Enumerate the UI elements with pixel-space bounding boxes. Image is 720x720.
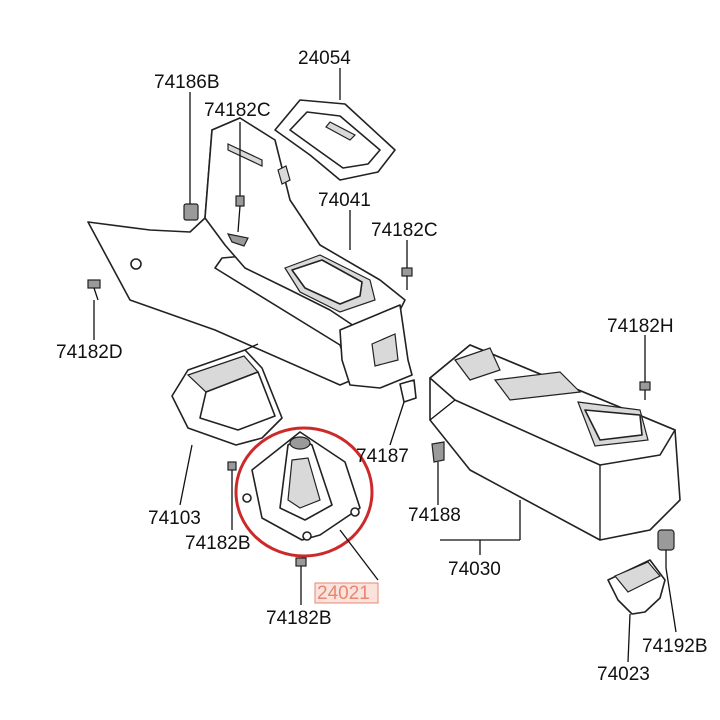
shift-panel-24054	[274, 99, 396, 181]
bracket-74023	[607, 559, 666, 615]
fasteners	[87, 195, 675, 580]
label-74182H: 74182H	[607, 316, 674, 337]
label-74041: 74041	[318, 190, 371, 211]
label-74182B-bottom: 74182B	[266, 608, 332, 629]
leader-lines	[93, 68, 677, 663]
box-74103	[171, 343, 283, 446]
front-console-74041	[87, 117, 413, 389]
label-74186B: 74186B	[154, 72, 220, 93]
label-24021: 24021	[317, 583, 370, 604]
highlight-label-box	[314, 582, 379, 604]
label-74187: 74187	[356, 446, 409, 467]
label-74182C-top: 74182C	[204, 100, 271, 121]
label-74192B: 74192B	[642, 636, 708, 657]
shift-boot-24021	[242, 431, 361, 541]
label-74023: 74023	[597, 664, 650, 685]
rear-console-74030	[429, 344, 681, 541]
label-24054: 24054	[298, 48, 351, 69]
label-74103: 74103	[148, 508, 201, 529]
highlight-circle	[234, 426, 374, 558]
label-74030: 74030	[448, 559, 501, 580]
label-74182B-mid: 74182B	[185, 533, 251, 554]
label-74182D: 74182D	[56, 342, 123, 363]
label-74188: 74188	[408, 505, 461, 526]
label-74182C-right: 74182C	[371, 220, 438, 241]
